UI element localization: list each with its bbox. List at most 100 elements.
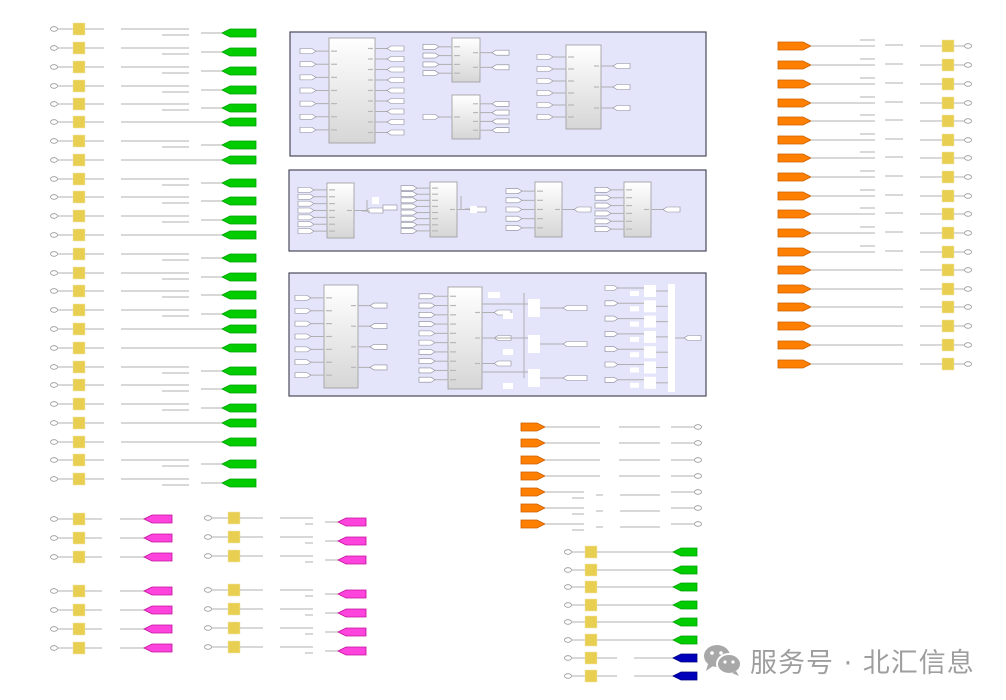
signal-tag[interactable] (562, 341, 588, 347)
goto-tag-green[interactable] (221, 437, 257, 447)
port-circle-icon[interactable] (964, 100, 972, 106)
inport-block[interactable] (941, 319, 955, 333)
signal-tag[interactable] (386, 129, 405, 136)
goto-tag-green[interactable] (672, 565, 698, 575)
constant-block[interactable] (630, 321, 639, 327)
mux-block[interactable] (668, 284, 675, 392)
from-tag-orange[interactable] (777, 284, 812, 294)
signal-tag[interactable] (299, 61, 317, 68)
signal-tag[interactable] (604, 300, 619, 307)
port-circle-icon[interactable] (50, 251, 58, 257)
from-tag-orange[interactable] (777, 247, 812, 257)
inport-block[interactable] (941, 151, 955, 165)
inport-block[interactable] (584, 615, 598, 629)
inport-block[interactable] (941, 207, 955, 221)
from-tag-orange[interactable] (777, 79, 812, 89)
signal-tag[interactable] (612, 84, 631, 90)
signal-tag[interactable] (562, 305, 588, 311)
port-circle-icon[interactable] (50, 194, 58, 200)
signal-tag[interactable] (604, 285, 619, 291)
from-tag-orange[interactable] (520, 519, 546, 529)
port-circle-icon[interactable] (694, 473, 702, 479)
port-circle-icon[interactable] (964, 249, 972, 255)
inport-block[interactable] (72, 584, 86, 598)
goto-tag-green[interactable] (221, 309, 257, 319)
signal-tag[interactable] (536, 114, 554, 120)
signal-tag[interactable] (386, 56, 405, 62)
subsystem-area-1[interactable] (289, 31, 707, 157)
from-tag-orange[interactable] (777, 302, 812, 312)
signal-tag[interactable] (491, 118, 510, 125)
inport-block[interactable] (72, 134, 86, 148)
inport-block[interactable] (227, 640, 241, 654)
signal-tag[interactable] (400, 221, 418, 228)
inport-block[interactable] (941, 39, 955, 53)
from-tag-orange[interactable] (777, 228, 812, 238)
signal-tag[interactable] (594, 218, 612, 225)
port-circle-icon[interactable] (50, 26, 58, 32)
subsystem-block-body[interactable] (451, 37, 481, 83)
signal-tag[interactable] (299, 74, 317, 81)
inport-block[interactable] (941, 245, 955, 259)
signal-tag[interactable] (400, 203, 418, 210)
inport-block[interactable] (584, 633, 598, 647)
port-circle-icon[interactable] (694, 505, 702, 511)
goto-tag-green[interactable] (221, 103, 257, 113)
port-circle-icon[interactable] (50, 439, 58, 445)
inport-block[interactable] (72, 190, 86, 204)
goto-tag-pink[interactable] (143, 624, 173, 634)
signal-tag[interactable] (400, 197, 418, 204)
signal-tag[interactable] (294, 346, 312, 353)
goto-tag-pink[interactable] (337, 517, 367, 527)
goto-tag-pink[interactable] (337, 555, 367, 565)
subsystem-block[interactable] (422, 94, 510, 140)
goto-tag-green[interactable] (221, 403, 257, 413)
inport-block[interactable] (72, 472, 86, 486)
signal-tag[interactable] (573, 206, 592, 213)
port-circle-icon[interactable] (50, 307, 58, 313)
port-circle-icon[interactable] (964, 361, 972, 367)
from-tag-orange[interactable] (777, 135, 812, 145)
signal-tag[interactable] (294, 333, 312, 340)
goto-tag-green[interactable] (221, 290, 257, 300)
signal-tag[interactable] (491, 109, 510, 116)
goto-tag-pink[interactable] (143, 533, 173, 543)
from-tag-orange[interactable] (777, 172, 812, 182)
signal-tag[interactable] (604, 331, 619, 337)
signal-tag[interactable] (505, 215, 523, 222)
signal-tag[interactable] (400, 185, 418, 191)
subsystem-block[interactable] (297, 182, 384, 239)
goto-tag-pink[interactable] (143, 643, 173, 653)
from-tag-orange[interactable] (777, 359, 812, 369)
port-circle-icon[interactable] (50, 64, 58, 70)
port-circle-icon[interactable] (964, 62, 972, 68)
constant-block[interactable] (503, 383, 513, 389)
from-tag-orange[interactable] (777, 321, 812, 331)
signal-tag[interactable] (294, 359, 312, 366)
port-circle-icon[interactable] (964, 230, 972, 236)
signal-tag[interactable] (491, 127, 510, 133)
signal-tag[interactable] (418, 367, 436, 374)
compare-block[interactable] (644, 330, 656, 343)
port-circle-icon[interactable] (564, 584, 572, 590)
signal-tag[interactable] (536, 90, 554, 96)
signal-tag[interactable] (491, 49, 510, 56)
inport-block[interactable] (941, 263, 955, 277)
goto-tag-green[interactable] (221, 459, 257, 469)
signal-tag[interactable] (422, 70, 440, 76)
from-tag-orange[interactable] (520, 438, 546, 448)
inport-block[interactable] (72, 22, 86, 36)
constant-block[interactable] (630, 382, 639, 388)
signal-tag[interactable] (604, 346, 619, 353)
compare-block[interactable] (644, 346, 656, 359)
signal-tag[interactable] (369, 302, 388, 309)
signal-tag[interactable] (297, 214, 315, 221)
constant-block[interactable] (503, 349, 513, 355)
signal-tag[interactable] (369, 343, 388, 350)
port-circle-icon[interactable] (564, 673, 572, 679)
port-circle-icon[interactable] (694, 440, 702, 446)
signal-tag[interactable] (299, 87, 317, 94)
subsystem-block[interactable] (594, 181, 681, 238)
goto-tag-green[interactable] (672, 547, 698, 557)
signal-tag[interactable] (418, 339, 436, 346)
